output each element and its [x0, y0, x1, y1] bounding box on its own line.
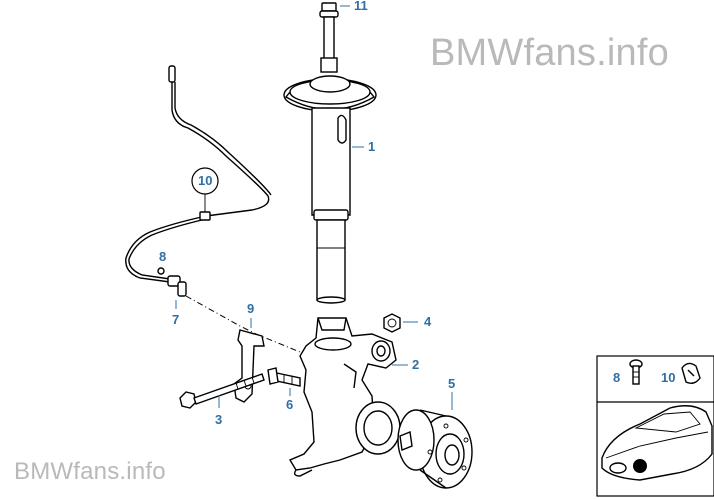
inset-bolt-icon [629, 359, 643, 385]
wear-sensor-cable-10 [125, 65, 272, 297]
stud-bolt-6 [267, 367, 301, 387]
watermark-bottom: BMWfans.info [14, 458, 166, 485]
label-7: 7 [172, 312, 179, 327]
label-4: 4 [424, 314, 432, 329]
label-2: 2 [412, 357, 419, 372]
inset-clip-icon [681, 362, 701, 385]
label-8: 8 [159, 249, 166, 264]
inset-label-8: 8 [613, 370, 620, 385]
shock-absorber-1 [283, 16, 377, 304]
label-10: 10 [198, 173, 212, 188]
label-9: 9 [247, 301, 254, 316]
clip-8 [157, 267, 165, 275]
label-11: 11 [354, 0, 368, 13]
top-nut-11 [319, 2, 339, 18]
inset-label-10: 10 [661, 370, 675, 385]
watermark-top: BMWfans.info [430, 32, 669, 74]
hex-bolt-3 [179, 373, 265, 409]
label-1: 1 [368, 139, 375, 154]
inset-car-icon [601, 405, 713, 481]
label-6: 6 [286, 397, 293, 412]
nut-4 [383, 313, 401, 333]
steering-knuckle-2 [288, 317, 401, 477]
label-5: 5 [448, 376, 455, 391]
label-3: 3 [215, 412, 222, 427]
inset-panel [596, 355, 714, 497]
wheel-hub-5 [397, 409, 473, 489]
bracket-9 [233, 329, 265, 403]
